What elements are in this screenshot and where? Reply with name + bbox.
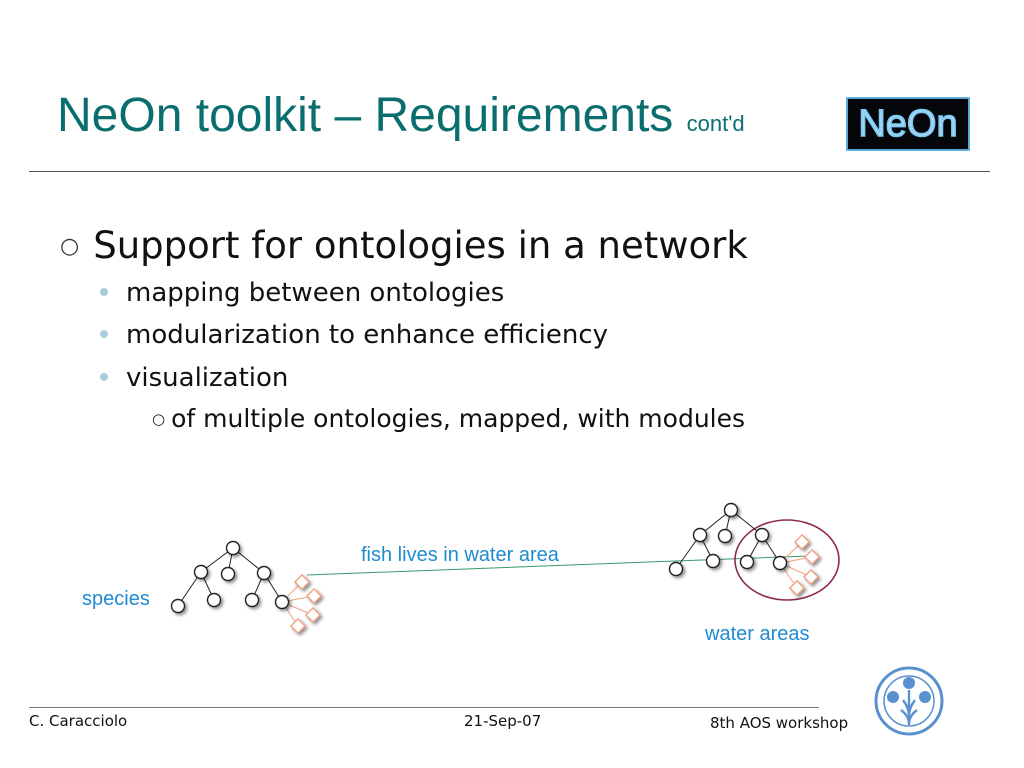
tree-node	[220, 566, 236, 582]
bullet-item: visualization	[100, 363, 288, 393]
bullet-sub: ○ of multiple ontologies, mapped, with mo…	[152, 404, 745, 433]
hollow-circle-bullet-icon: ○	[60, 234, 80, 259]
tree-node	[274, 594, 290, 610]
module-node	[802, 568, 820, 586]
footer-divider	[29, 707, 819, 708]
tree-node	[692, 527, 708, 543]
right-module-nodes	[788, 533, 821, 597]
module-node	[304, 606, 322, 624]
module-node	[803, 548, 821, 566]
module-node	[293, 573, 311, 591]
footer-date: 21-Sep-07	[464, 712, 542, 730]
bullet-item: mapping between ontologies	[100, 278, 504, 308]
bullet-item-text: visualization	[126, 363, 289, 393]
tree-node	[723, 502, 739, 518]
footer-author: C. Caracciolo	[29, 712, 128, 730]
footer-event: 8th AOS workshop	[710, 714, 849, 732]
tree-node	[206, 592, 222, 608]
tree-node	[225, 540, 241, 556]
bullet-main-text: Support for ontologies in a network	[93, 224, 748, 267]
tree-node	[739, 554, 755, 570]
slide-title-main: NeOn toolkit – Requirements	[57, 89, 674, 142]
fao-logo-icon	[874, 666, 944, 736]
tree-node	[754, 527, 770, 543]
bullet-item-text: mapping between ontologies	[126, 278, 505, 308]
bullet-sub-text: of multiple ontologies, mapped, with mod…	[171, 404, 746, 433]
title-divider	[29, 171, 990, 172]
module-node	[788, 579, 806, 597]
bullet-item-text: modularization to enhance efficiency	[126, 320, 609, 350]
bullet-item: modularization to enhance efficiency	[100, 320, 608, 350]
module-node	[793, 533, 811, 551]
tree-node	[668, 561, 684, 577]
module-node	[305, 587, 323, 605]
left-tree-nodes	[170, 540, 290, 614]
slide-title-suffix: cont'd	[686, 111, 745, 136]
left-module-nodes	[289, 573, 323, 635]
dot-bullet-icon	[100, 373, 108, 381]
module-ellipse	[734, 519, 840, 601]
right-tree-nodes	[668, 502, 788, 577]
neon-logo: NeOn	[846, 97, 970, 151]
slide-title: NeOn toolkit – Requirements cont'd	[57, 92, 745, 140]
mapping-line	[306, 555, 809, 576]
dot-bullet-icon	[100, 330, 108, 338]
tree-node	[244, 592, 260, 608]
bullet-main: ○ Support for ontologies in a network	[60, 224, 748, 267]
tree-node	[772, 555, 788, 571]
module-node	[289, 617, 307, 635]
water-areas-label: water areas	[705, 623, 810, 645]
dot-bullet-icon	[100, 288, 108, 296]
hollow-circle-bullet-icon: ○	[152, 410, 166, 428]
tree-node	[717, 528, 733, 544]
tree-node	[170, 598, 186, 614]
neon-logo-text: NeOn	[858, 102, 959, 146]
tree-node	[705, 553, 721, 569]
mapping-label: fish lives in water area	[361, 544, 559, 566]
tree-node	[256, 565, 272, 581]
species-label: species	[82, 588, 150, 610]
tree-node	[193, 564, 209, 580]
